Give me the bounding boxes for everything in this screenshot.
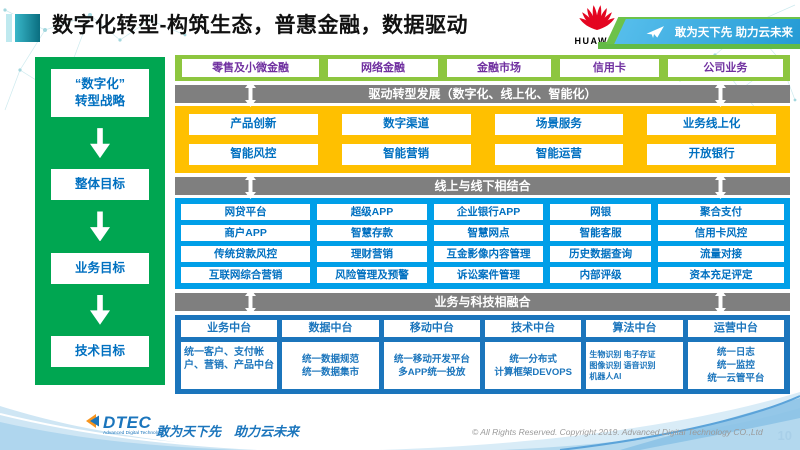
platform-column-title: 移动中台 [383, 320, 480, 337]
adtec-logo: DTEC Advanced Digital Technology [86, 414, 165, 437]
adtec-subtitle: Advanced Digital Technology [103, 431, 165, 436]
up-down-arrow-icon [245, 173, 256, 199]
down-arrow-icon [90, 294, 110, 325]
online-system-item: 传统贷款风控 [181, 246, 311, 262]
up-down-arrow-icon [245, 289, 256, 315]
online-system-item: 互金影像内容管理 [433, 246, 544, 262]
online-system-item: 智能客服 [550, 225, 652, 241]
footer-wave-decoration [0, 392, 800, 450]
strategy-panel: “数字化” 转型战略 整体目标 业务目标 技术目标 [35, 57, 165, 385]
up-down-arrow-icon [715, 81, 726, 107]
down-arrow-icon [90, 211, 110, 242]
banner-drive-transformation: 驱动转型发展（数字化、线上化、智能化） [175, 81, 790, 107]
online-system-item: 互联网综合营销 [181, 267, 311, 283]
platform-column-title: 技术中台 [485, 320, 582, 337]
banner-online-offline: 线上与线下相结合 [175, 173, 790, 199]
platform-column-algorithm: 算法中台 生物识别 电子存证 图像识别 语音识别 机器人AI [586, 320, 683, 389]
paper-plane-icon [646, 25, 665, 38]
title-accent-bar [6, 14, 40, 42]
platform-column-business: 业务中台 统一客户、支付帐户、营销、产品中台 [181, 320, 278, 389]
adtec-wordmark: DTEC [103, 413, 152, 432]
page-title: 数字化转型-构筑生态，普惠金融，数据驱动 [52, 14, 468, 37]
up-down-arrow-icon [715, 289, 726, 315]
header-slogan-banner: 敢为天下先 助力云未来 [614, 19, 800, 44]
platform-column-title: 算法中台 [586, 320, 683, 337]
capability-item: 产品创新 [189, 114, 318, 135]
platform-column-content: 统一数据规范 统一数据集市 [282, 342, 379, 389]
platform-column-content: 统一客户、支付帐户、营销、产品中台 [181, 342, 278, 389]
down-arrow-icon [90, 128, 110, 159]
capability-item: 智能运营 [494, 144, 624, 165]
page-number: 10 [777, 428, 792, 443]
platform-column-title: 业务中台 [181, 320, 278, 337]
capability-item: 业务线上化 [647, 114, 776, 135]
platform-grid: 业务中台 统一客户、支付帐户、营销、产品中台 数据中台 统一数据规范 统一数据集… [175, 315, 790, 394]
capability-grid: 产品创新 数字渠道 场景服务 业务线上化 智能风控 智能营销 智能运营 开放银行 [175, 106, 790, 173]
strategy-step: 整体目标 [51, 169, 149, 201]
banner-tech-fusion: 业务与科技相融合 [175, 289, 790, 315]
up-down-arrow-icon [715, 173, 726, 199]
business-lines-row: 零售及小微金融 网络金融 金融市场 信用卡 公司业务 [175, 55, 790, 81]
business-line-item: 零售及小微金融 [182, 59, 320, 77]
adtec-triangle-icon [86, 414, 99, 428]
online-system-item: 网贷平台 [181, 204, 311, 220]
strategy-step: “数字化” 转型战略 [51, 69, 149, 117]
banner-text: 业务与科技相融合 [434, 295, 531, 309]
capability-item: 智能营销 [341, 144, 471, 165]
header-green-stripe [598, 42, 800, 49]
online-system-item: 企业银行APP [433, 204, 544, 220]
capability-item: 场景服务 [494, 114, 624, 135]
huawei-logo: HUAWEI [574, 4, 620, 46]
capability-item: 数字渠道 [341, 114, 471, 135]
platform-column-title: 数据中台 [282, 320, 379, 337]
strategy-step: 业务目标 [51, 252, 149, 284]
online-system-item: 流量对接 [658, 246, 784, 262]
huawei-flower-icon [579, 5, 615, 30]
platform-column-mobile: 移动中台 统一移动开发平台 多APP统一投放 [383, 320, 480, 389]
business-line-item: 信用卡 [560, 59, 659, 77]
online-system-item: 历史数据查询 [550, 246, 652, 262]
capability-item: 开放银行 [647, 144, 776, 165]
huawei-wordmark: HUAWEI [574, 36, 620, 46]
online-system-item: 内部评级 [550, 267, 652, 283]
online-system-item: 智慧网点 [433, 225, 544, 241]
platform-column-content: 生物识别 电子存证 图像识别 语音识别 机器人AI [586, 342, 683, 389]
online-system-item: 理财营销 [317, 246, 427, 262]
online-systems-grid: 网贷平台 超级APP 企业银行APP 网银 聚合支付 商户APP 智慧存款 智慧… [175, 198, 790, 289]
platform-column-tech: 技术中台 统一分布式 计算框架DEVOPS [485, 320, 582, 389]
online-system-item: 超级APP [317, 204, 427, 220]
online-system-item: 商户APP [181, 225, 311, 241]
footer-slogan: 敢为天下先 助力云未来 [156, 424, 300, 439]
platform-column-content: 统一日志 统一监控 统一云管平台 [687, 342, 784, 389]
online-system-item: 智慧存款 [317, 225, 427, 241]
platform-column-content: 统一分布式 计算框架DEVOPS [485, 342, 582, 389]
business-line-item: 金融市场 [446, 59, 552, 77]
online-system-item: 聚合支付 [658, 204, 784, 220]
up-down-arrow-icon [245, 81, 256, 107]
online-system-item: 资本充足评定 [658, 267, 784, 283]
strategy-step: 技术目标 [51, 335, 149, 367]
online-system-item: 诉讼案件管理 [433, 267, 544, 283]
platform-column-title: 运营中台 [687, 320, 784, 337]
platform-column-operation: 运营中台 统一日志 统一监控 统一云管平台 [687, 320, 784, 389]
copyright-text: © All Rights Reserved. Copyright 2019. A… [472, 427, 763, 437]
online-system-item: 信用卡风控 [658, 225, 784, 241]
online-system-item: 网银 [550, 204, 652, 220]
banner-text: 线上与线下相结合 [434, 179, 531, 193]
banner-text: 驱动转型发展（数字化、线上化、智能化） [368, 87, 597, 101]
header-slogan-text: 敢为天下先 助力云未来 [675, 26, 794, 39]
online-system-item: 风险管理及预警 [317, 267, 427, 283]
plexus-decoration [3, 8, 187, 111]
platform-column-data: 数据中台 统一数据规范 统一数据集市 [282, 320, 379, 389]
business-line-item: 网络金融 [328, 59, 438, 77]
capability-item: 智能风控 [189, 144, 318, 165]
business-line-item: 公司业务 [667, 59, 783, 77]
platform-column-content: 统一移动开发平台 多APP统一投放 [383, 342, 480, 389]
main-diagram: 零售及小微金融 网络金融 金融市场 信用卡 公司业务 驱动转型发展（数字化、线上… [175, 55, 790, 394]
